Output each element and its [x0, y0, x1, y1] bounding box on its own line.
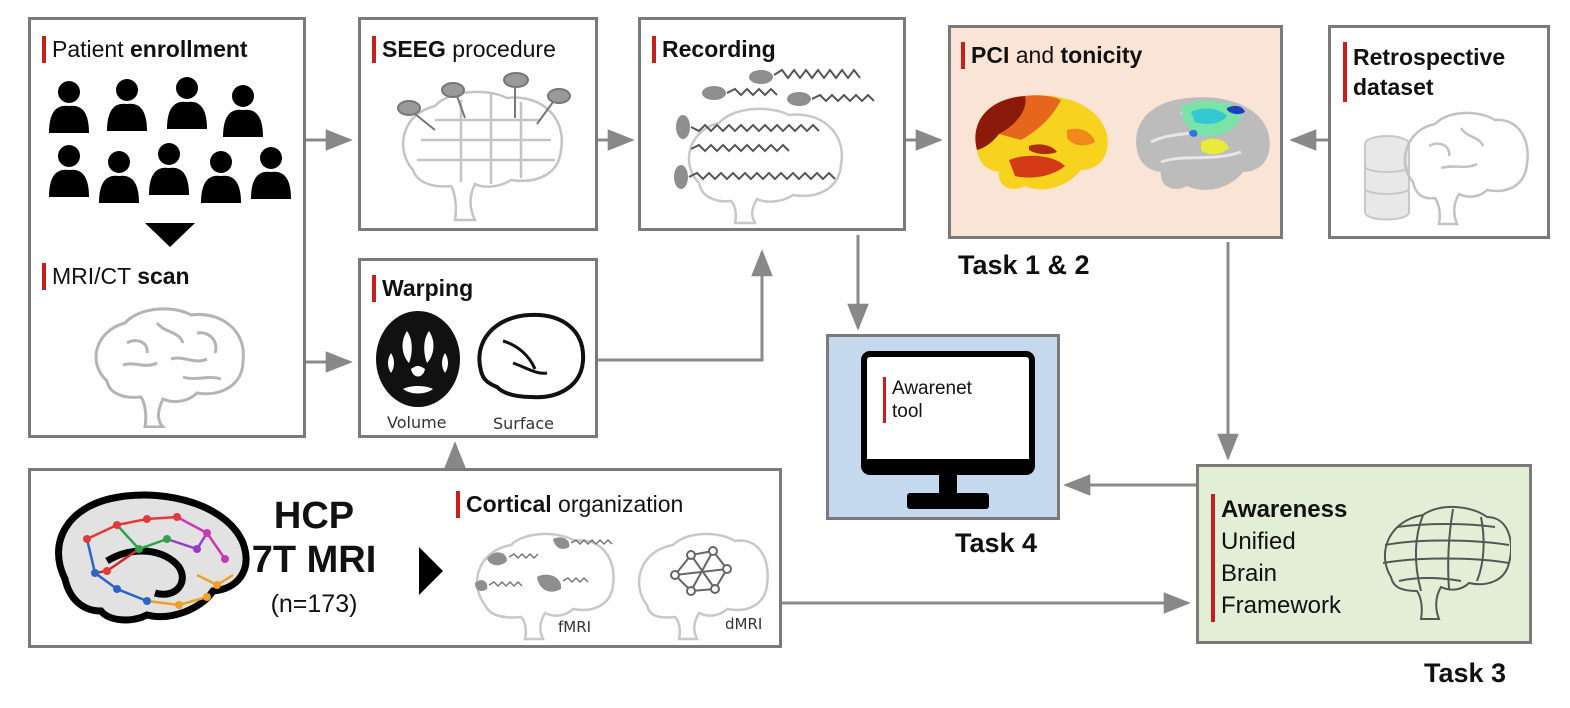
recording-title: Recording: [652, 36, 776, 63]
volume-brain-slice-icon: [376, 311, 460, 407]
mri-ct-scan-title: MRI/CT scan: [42, 263, 190, 290]
7t-mri-label: 7T MRI: [251, 539, 377, 581]
database-brain-icon: [1364, 111, 1529, 226]
monitor-icon: [861, 351, 1035, 509]
retrospective-dataset-box: Retrospective dataset: [1328, 25, 1550, 239]
awareness-framework-title: Awareness Unified Brain Framework: [1211, 494, 1347, 622]
seeg-procedure-title: SEEG procedure: [372, 36, 556, 63]
hcp-label: HCP: [273, 495, 355, 537]
right-triangle-icon: [419, 547, 443, 595]
brain-outline-icon: [94, 307, 245, 428]
tonicity-cortex-map-icon: [1136, 97, 1270, 190]
patient-enrollment-title: Patient enrollment: [42, 36, 248, 63]
down-triangle-icon: [145, 223, 195, 247]
seeg-brain-icon: [397, 72, 571, 222]
fmri-brain-icon: [475, 532, 615, 641]
dmri-network-brain-icon: [637, 532, 769, 641]
awareness-framework-box: Awareness Unified Brain Framework: [1196, 464, 1532, 644]
pci-tonicity-title: PCI and tonicity: [961, 42, 1142, 69]
grid-brain-icon: [1382, 505, 1511, 620]
task-3-label: Task 3: [1424, 658, 1507, 688]
pci-tonicity-box: PCI and tonicity: [948, 25, 1283, 239]
task-4-label: Task 4: [955, 528, 1038, 558]
cortical-organization-title: Cortical organization: [456, 491, 683, 518]
hcp-7t-mri-box: HCP 7T MRI (n=173) Cortical organization…: [28, 468, 782, 648]
task-1-2-label: Task 1 & 2: [958, 250, 1090, 280]
warping-title: Warping: [372, 275, 473, 302]
recording-signals-icon: [674, 68, 875, 225]
retrospective-dataset-title: Retrospective dataset: [1343, 42, 1505, 102]
warping-box: Warping Volume Surface: [358, 258, 598, 438]
awarenet-tool-box: Awarenet tool: [826, 334, 1060, 520]
awarenet-tool-title: Awarenet tool: [883, 377, 972, 423]
pci-cortex-map-icon: [975, 95, 1108, 190]
patient-enrollment-box: Patient enrollment MRI/CT scan: [28, 17, 306, 438]
seeg-procedure-box: SEEG procedure: [358, 17, 598, 231]
volume-caption: Volume: [387, 413, 447, 432]
dmri-caption: dMRI: [725, 615, 763, 633]
sample-size-label: (n=173): [270, 590, 358, 618]
connectome-brain-icon: [55, 491, 250, 624]
surface-caption: Surface: [493, 414, 554, 433]
patients-icon: [49, 77, 291, 203]
fmri-caption: fMRI: [558, 618, 592, 636]
surface-brain-icon: [477, 312, 586, 400]
recording-box: Recording: [638, 17, 906, 231]
